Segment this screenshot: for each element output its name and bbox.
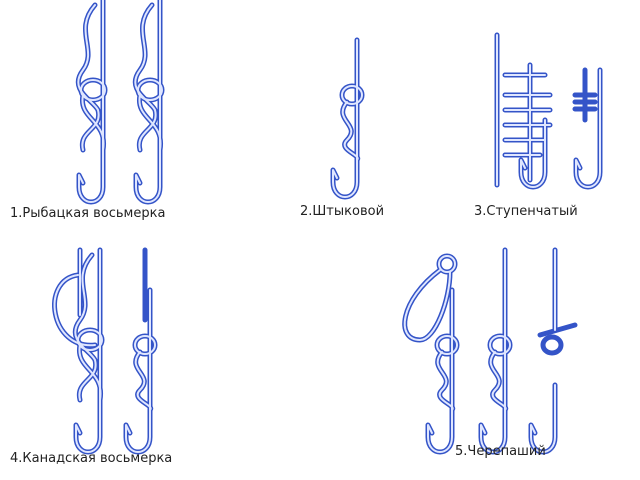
knot-5-label: 5.Черепаший — [455, 444, 546, 459]
knot-2-label: 2.Штыковой — [300, 204, 385, 219]
knot-1-drawing — [78, 0, 162, 202]
knot-2-drawing — [333, 40, 362, 197]
knot-4-label: 4.Канадская восьмерка — [10, 451, 173, 466]
knot-5-drawing — [402, 247, 578, 452]
knot-3-label: 3.Ступенчатый — [474, 204, 578, 219]
knot-1-label: 1.Рыбацкая восьмерка — [10, 206, 166, 221]
knot-3-drawing — [494, 32, 603, 187]
knot-4-drawing — [52, 247, 155, 452]
